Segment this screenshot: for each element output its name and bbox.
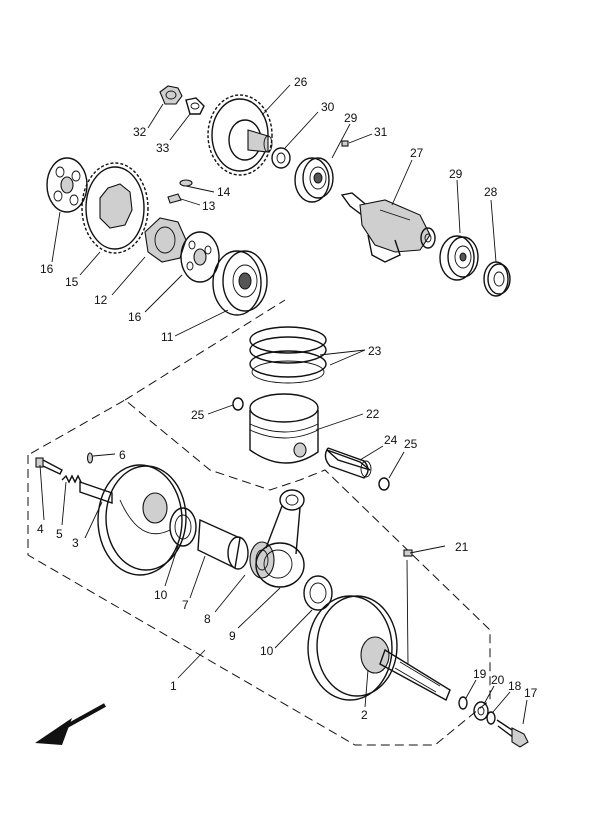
thrust-washer-10-right bbox=[303, 575, 333, 611]
callout-27: 27 bbox=[410, 146, 424, 160]
piston-22 bbox=[249, 393, 319, 464]
callout-4: 4 bbox=[37, 522, 44, 536]
callout-25a: 25 bbox=[191, 408, 205, 422]
callout-8: 8 bbox=[204, 612, 211, 626]
bolt-17 bbox=[496, 719, 529, 748]
callout-17: 17 bbox=[524, 686, 538, 700]
needle-bearing-8 bbox=[249, 541, 275, 579]
balancer-shaft-27 bbox=[340, 192, 436, 263]
callout-19: 19 bbox=[473, 667, 487, 681]
callout-22: 22 bbox=[366, 407, 380, 421]
bearing-29-lower bbox=[439, 235, 479, 281]
sprocket-15 bbox=[81, 162, 149, 254]
key-6 bbox=[86, 452, 94, 464]
plate-16-upper bbox=[46, 157, 88, 213]
callout-21: 21 bbox=[455, 540, 469, 554]
callout-33: 33 bbox=[156, 141, 170, 155]
hub-12 bbox=[144, 217, 187, 263]
key-31 bbox=[341, 140, 349, 147]
crank-pin-7 bbox=[197, 518, 249, 570]
callout-15: 15 bbox=[65, 275, 79, 289]
washer-18 bbox=[486, 711, 496, 725]
callout-9: 9 bbox=[229, 629, 236, 643]
callout-24: 24 bbox=[384, 433, 398, 447]
pin-4 bbox=[35, 457, 63, 475]
callout-10a: 10 bbox=[154, 588, 168, 602]
washer-30 bbox=[271, 147, 291, 169]
washer-20 bbox=[473, 701, 489, 721]
direction-arrow-icon bbox=[35, 703, 106, 745]
pin-14 bbox=[179, 179, 193, 187]
callout-28: 28 bbox=[484, 185, 498, 199]
seal-28 bbox=[483, 261, 511, 297]
clip-25-lower bbox=[378, 477, 390, 491]
bearing-29-upper bbox=[294, 157, 334, 203]
callout-3: 3 bbox=[72, 536, 79, 550]
callout-25b: 25 bbox=[404, 437, 418, 451]
plate-16-lower bbox=[180, 231, 220, 283]
callout-11: 11 bbox=[161, 330, 174, 344]
crank-web-2 bbox=[307, 595, 451, 701]
key-13 bbox=[167, 193, 182, 204]
gear-26 bbox=[207, 94, 273, 176]
callout-13: 13 bbox=[202, 199, 216, 213]
callout-30: 30 bbox=[321, 100, 335, 114]
ring-19 bbox=[458, 696, 468, 710]
callout-labels: 32 33 26 30 29 31 27 29 28 14 13 16 15 1… bbox=[37, 75, 538, 722]
callout-16a: 16 bbox=[40, 262, 54, 276]
bearing-11 bbox=[212, 250, 268, 316]
callout-1: 1 bbox=[170, 679, 177, 693]
callout-18: 18 bbox=[508, 679, 522, 693]
callout-6: 6 bbox=[119, 448, 126, 462]
crank-web-3 bbox=[79, 464, 187, 576]
thrust-washer-10-left bbox=[169, 507, 197, 547]
callout-7: 7 bbox=[182, 598, 189, 612]
callout-5: 5 bbox=[56, 527, 63, 541]
callout-31: 31 bbox=[374, 125, 388, 139]
connecting-rod-9 bbox=[255, 489, 305, 588]
callout-2: 2 bbox=[361, 708, 368, 722]
callout-20: 20 bbox=[491, 673, 505, 687]
leader-lines bbox=[39, 84, 528, 725]
clip-25-upper bbox=[232, 397, 244, 411]
piston-rings-23 bbox=[249, 326, 327, 384]
callout-29b: 29 bbox=[449, 167, 463, 181]
nut-32 bbox=[159, 85, 183, 105]
callout-14: 14 bbox=[217, 185, 231, 199]
piston-pin-24 bbox=[324, 447, 372, 479]
callout-16b: 16 bbox=[128, 310, 142, 324]
callout-32: 32 bbox=[133, 125, 147, 139]
callout-10b: 10 bbox=[260, 644, 274, 658]
callout-12: 12 bbox=[94, 293, 108, 307]
spring-5 bbox=[61, 474, 82, 484]
callout-26: 26 bbox=[294, 75, 308, 89]
callout-23: 23 bbox=[368, 344, 382, 358]
assembly-outline bbox=[27, 299, 491, 746]
lock-washer-33 bbox=[185, 97, 205, 115]
callout-29a: 29 bbox=[344, 111, 358, 125]
